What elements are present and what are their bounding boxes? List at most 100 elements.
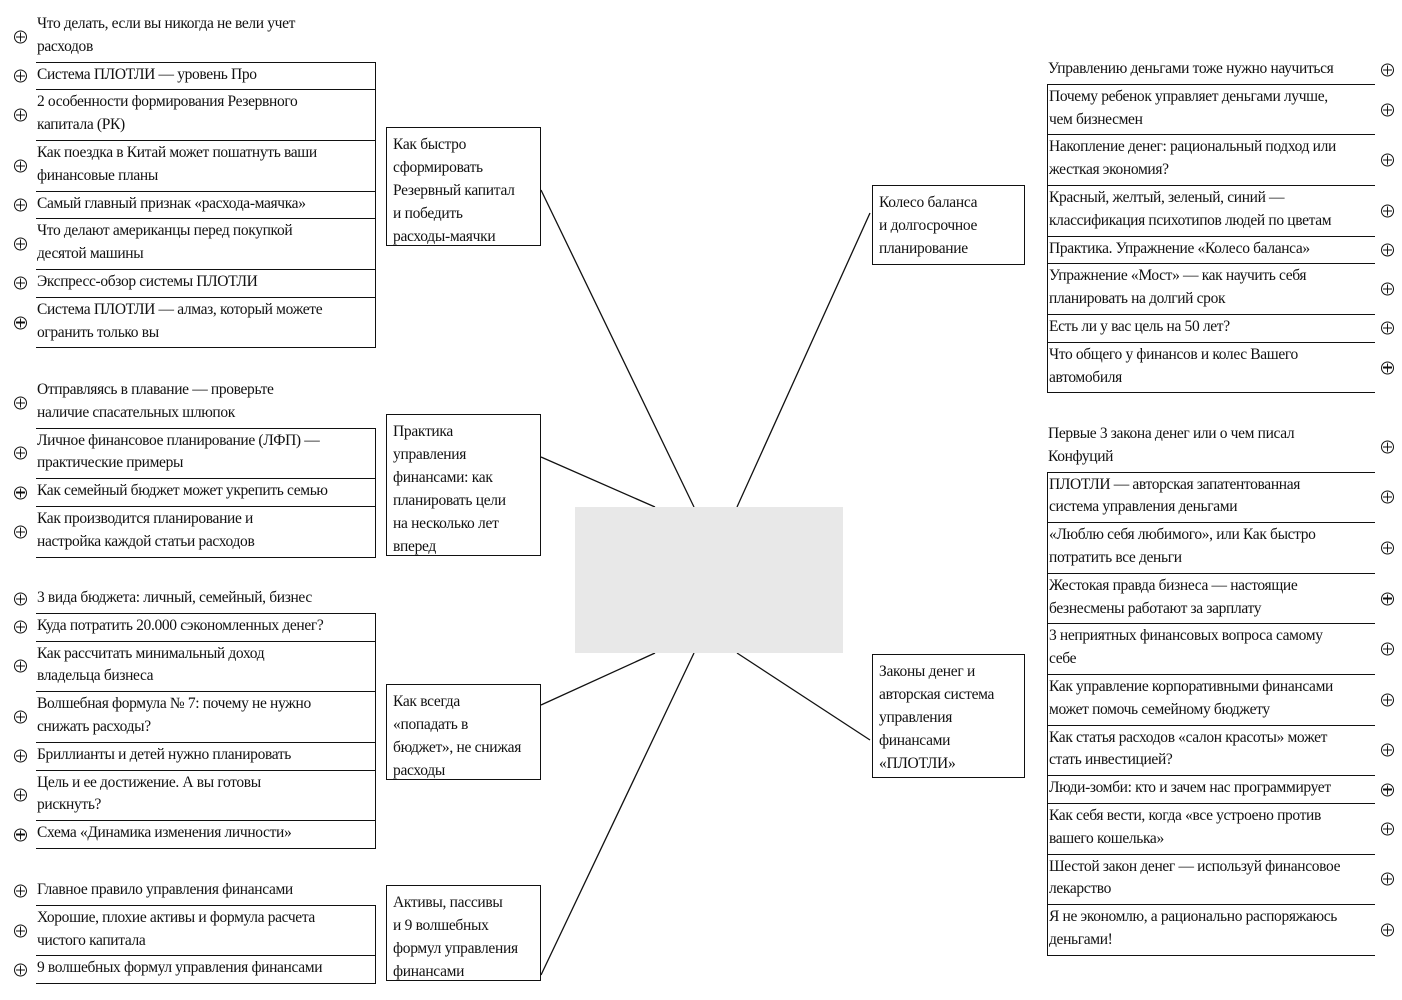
expand-plus-icon[interactable] — [14, 69, 27, 83]
topic-line: сформировать — [393, 159, 483, 176]
expand-plus-icon[interactable] — [14, 446, 27, 460]
expand-plus-icon[interactable] — [1381, 743, 1394, 757]
expand-plus-icon[interactable] — [1381, 541, 1394, 555]
list-item-label: Главное правило управления финансами — [37, 881, 293, 898]
expand-plus-icon[interactable] — [14, 710, 27, 724]
expand-plus-icon[interactable] — [1381, 642, 1394, 656]
expand-plus-icon[interactable] — [1381, 923, 1394, 937]
list-item[interactable]: Есть ли у вас цель на 50 лет? — [1047, 314, 1394, 343]
list-item[interactable]: Почему ребенок управляет деньгами лучше,… — [1047, 84, 1394, 136]
expand-plus-icon[interactable] — [14, 396, 27, 410]
list-item[interactable]: Как статья расходов «салон красоты» може… — [1047, 725, 1394, 777]
expand-plus-icon[interactable] — [1381, 243, 1394, 257]
expand-plus-icon[interactable] — [1381, 490, 1394, 504]
expand-plus-icon[interactable] — [1381, 103, 1394, 117]
expand-plus-icon[interactable] — [14, 159, 27, 173]
expand-plus-icon[interactable] — [14, 884, 27, 898]
list-item[interactable]: Самый главный признак «расхода-маячка» — [14, 191, 376, 220]
expand-plus-icon[interactable] — [1381, 783, 1394, 797]
list-item[interactable]: Хорошие, плохие активы и формула расчета… — [14, 905, 376, 957]
list-item[interactable]: Что делать, если вы никогда не вели учет… — [14, 12, 376, 63]
list-item[interactable]: Главное правило управления финансами — [14, 878, 376, 906]
expand-plus-icon[interactable] — [14, 924, 27, 938]
central-node[interactable] — [575, 507, 843, 653]
topic-line: управления — [879, 709, 953, 726]
list-item[interactable]: Я не экономлю, а рационально распоряжаюс… — [1047, 905, 1394, 956]
expand-plus-icon[interactable] — [1381, 822, 1394, 836]
list-item[interactable]: Практика. Упражнение «Колесо баланса» — [1047, 236, 1394, 265]
list-item[interactable]: Шестой закон денег — используй финансово… — [1047, 854, 1394, 906]
expand-plus-icon[interactable] — [14, 237, 27, 251]
expand-plus-icon[interactable] — [1381, 321, 1394, 335]
list-item-label: Как себя вести, когда «все устроено прот… — [1049, 806, 1321, 824]
expand-plus-icon[interactable] — [14, 620, 27, 634]
expand-plus-icon[interactable] — [14, 316, 27, 330]
expand-plus-icon[interactable] — [1381, 693, 1394, 707]
list-item[interactable]: Как семейный бюджет может укрепить семью — [14, 479, 376, 507]
list-item[interactable]: Бриллианты и детей нужно планировать — [14, 742, 376, 771]
list-item[interactable]: Личное финансовое планирование (ЛФП) —пр… — [14, 428, 376, 480]
list-item[interactable]: Экспресс-обзор системы ПЛОТЛИ — [14, 269, 376, 298]
list-item-label: «Люблю себя любимого», или Как быстро — [1049, 526, 1316, 544]
list-item-label: Управлению деньгами тоже нужно научиться — [1048, 60, 1334, 77]
list-item[interactable]: Красный, желтый, зеленый, синий —классиф… — [1047, 185, 1394, 237]
list-item[interactable]: Куда потратить 20.000 сэкономленных дене… — [14, 613, 376, 642]
expand-plus-icon[interactable] — [14, 525, 27, 539]
expand-plus-icon[interactable] — [14, 276, 27, 290]
expand-plus-icon[interactable] — [14, 198, 27, 212]
expand-plus-icon[interactable] — [1381, 204, 1394, 218]
expand-plus-icon[interactable] — [1381, 282, 1394, 296]
expand-plus-icon[interactable] — [14, 749, 27, 763]
expand-plus-icon[interactable] — [14, 828, 27, 842]
expand-plus-icon[interactable] — [14, 30, 27, 44]
topic-line: Практика — [393, 423, 453, 440]
list-item-label: владельца бизнеса — [37, 667, 154, 685]
expand-plus-icon[interactable] — [1381, 361, 1394, 375]
list-item[interactable]: Накопление денег: рациональный подход ил… — [1047, 135, 1394, 186]
expand-plus-icon[interactable] — [1381, 592, 1394, 606]
list-item[interactable]: 3 вида бюджета: личный, семейный, бизнес — [14, 586, 376, 614]
expand-plus-icon[interactable] — [1381, 63, 1394, 77]
expand-plus-icon[interactable] — [14, 963, 27, 977]
list-item[interactable]: Как себя вести, когда «все устроено прот… — [1047, 803, 1394, 855]
list-item-label: расходов — [37, 37, 93, 55]
list-item[interactable]: Схема «Динамика изменения личности» — [14, 821, 376, 849]
list-item-label: Почему ребенок управляет деньгами лучше, — [1049, 87, 1328, 105]
expand-plus-icon[interactable] — [14, 108, 27, 122]
expand-plus-icon[interactable] — [14, 592, 27, 606]
expand-plus-icon[interactable] — [14, 788, 27, 802]
topic-line: финансами — [879, 732, 951, 749]
list-item[interactable]: Управлению деньгами тоже нужно научиться — [1047, 57, 1394, 85]
expand-plus-icon[interactable] — [14, 659, 27, 673]
list-item[interactable]: Система ПЛОТЛИ — уровень Про — [14, 62, 376, 91]
expand-plus-icon[interactable] — [1381, 440, 1394, 454]
list-item[interactable]: Как поездка в Китай может пошатнуть ваши… — [14, 140, 376, 192]
expand-plus-icon[interactable] — [1381, 153, 1394, 167]
expand-plus-icon[interactable] — [14, 486, 27, 500]
list-item[interactable]: Люди-зомби: кто и зачем нас программируе… — [1047, 776, 1394, 804]
list-item[interactable]: 9 волшебных формул управления финансами — [14, 956, 376, 985]
expand-plus-icon[interactable] — [1381, 872, 1394, 886]
